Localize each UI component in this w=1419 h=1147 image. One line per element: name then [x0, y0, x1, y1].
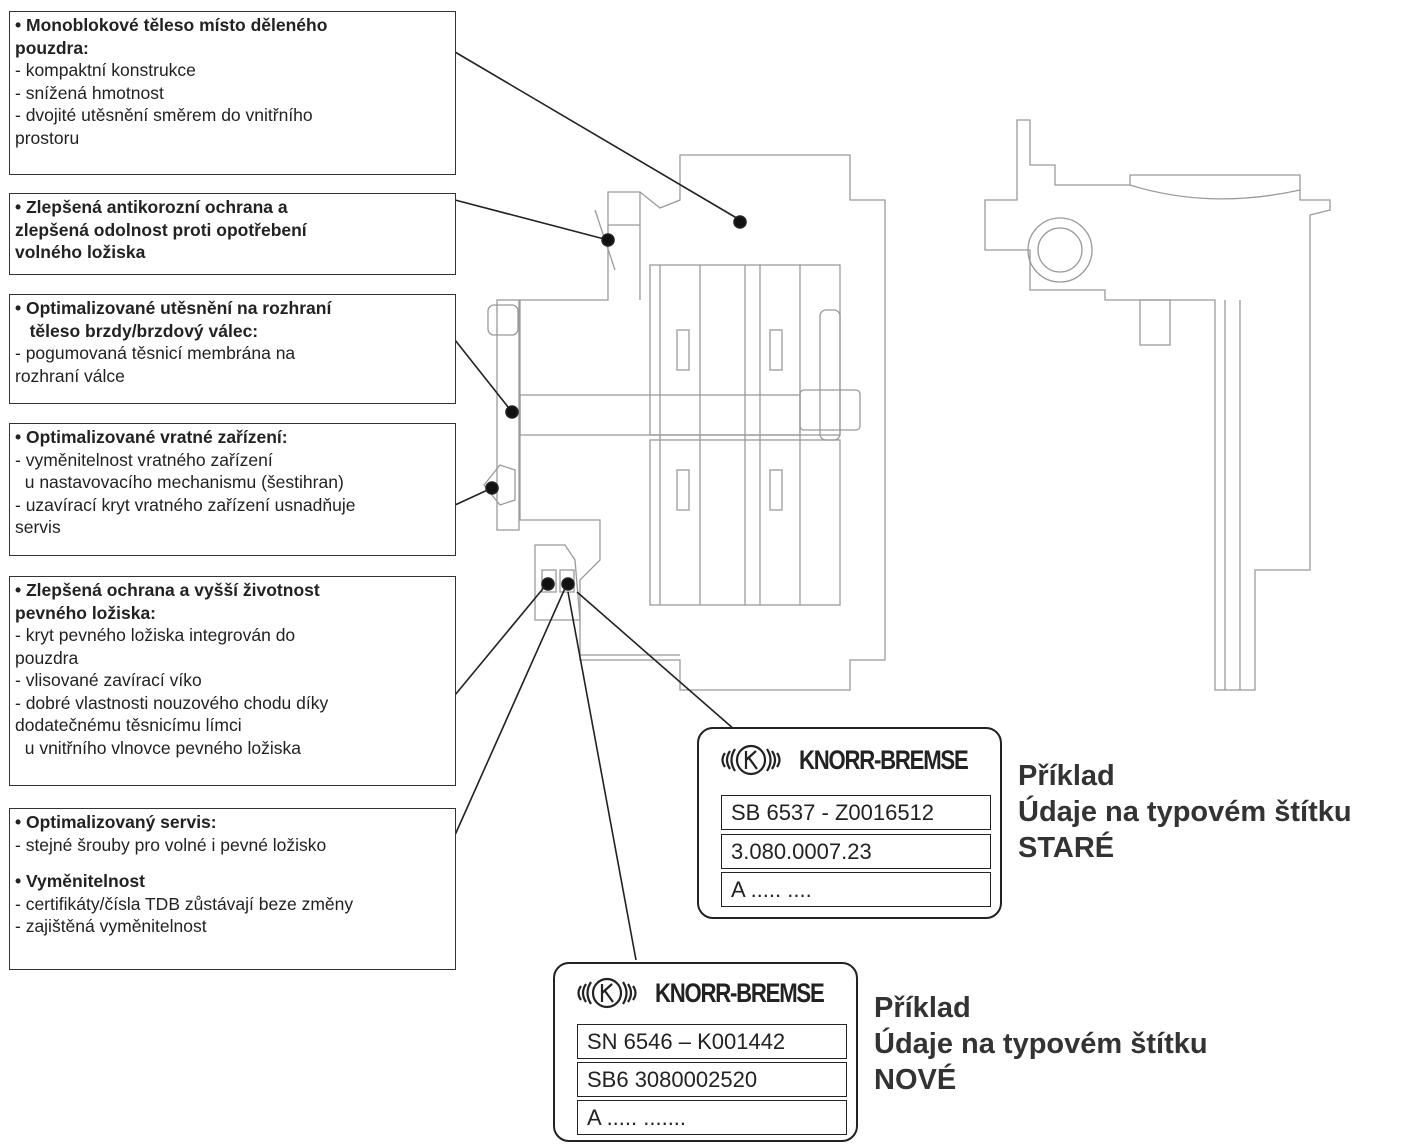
- callout-item: rozhraní válce: [15, 365, 125, 386]
- label-line: Údaje na typovém štítku: [1018, 796, 1352, 828]
- callout-heading: • Optimalizované utěsnění na rozhraní: [15, 298, 332, 318]
- callout-item: dodatečnému těsnicímu límci: [15, 715, 242, 735]
- label-new-plate: Příklad Údaje na typovém štítku NOVÉ: [874, 990, 1208, 1098]
- plate-row-serial: SB 6537 - Z0016512: [721, 795, 991, 830]
- label-line: Příklad: [1018, 760, 1115, 792]
- knorr-bremse-logo-icon: [721, 744, 781, 776]
- callout-heading: • Optimalizované vratné zařízení:: [15, 427, 288, 447]
- callout-item: - dvojité utěsnění směrem do vnitřního: [15, 105, 313, 125]
- callout-item: - certifikáty/čísla TDB zůstávají beze z…: [15, 893, 354, 914]
- callout-item: - snížená hmotnost: [15, 82, 164, 103]
- callout-heading: pouzdra:: [15, 37, 89, 58]
- label-old-plate: Příklad Údaje na typovém štítku STARÉ: [1018, 758, 1352, 866]
- callout-heading: těleso brzdy/brzdový válec:: [15, 320, 259, 341]
- plate-row-serial: SN 6546 – K001442: [577, 1024, 847, 1059]
- type-plate-old: KNORR-BREMSE SB 6537 - Z0016512 3.080.00…: [697, 727, 1002, 919]
- callout-item: - pogumovaná těsnicí membrána na: [15, 343, 296, 363]
- label-line: STARÉ: [1018, 832, 1115, 864]
- callout-item: prostoru: [15, 127, 80, 148]
- callout-monoblock-body: • Monoblokové těleso místo děleného pouz…: [9, 11, 456, 175]
- plate-row-part-number: 3.080.0007.23: [721, 834, 991, 869]
- plate-row-part-number: SB6 3080002520: [577, 1062, 847, 1097]
- label-line: NOVÉ: [874, 1064, 957, 1096]
- callout-item: servis: [15, 517, 61, 537]
- callout-item: - vlisované zavírací víko: [15, 670, 202, 690]
- label-line: Údaje na typovém štítku: [874, 1028, 1208, 1060]
- callout-item: - kompaktní konstrukce: [15, 60, 196, 80]
- callout-item: - vyměnitelnost vratného zařízení: [15, 449, 273, 470]
- callout-heading: zlepšená odolnost proti opotřebení: [15, 219, 307, 240]
- callout-heading: pevného ložiska:: [15, 602, 157, 623]
- callout-item: - kryt pevného ložiska integrován do: [15, 625, 296, 645]
- brand-name: KNORR-BREMSE: [799, 745, 969, 775]
- callout-heading: volného ložiska: [15, 242, 146, 262]
- callout-item: - dobré vlastnosti nouzového chodu díky: [15, 692, 329, 713]
- label-line: Příklad: [874, 992, 971, 1024]
- callout-item: - stejné šrouby pro volné i pevné ložisk…: [15, 834, 327, 855]
- callout-item: pouzdra: [15, 647, 79, 668]
- callout-heading: • Optimalizovaný servis:: [15, 812, 217, 832]
- callout-item: - zajištěná vyměnitelnost: [15, 916, 207, 936]
- callout-fixed-bearing: • Zlepšená ochrana a vyšší životnost pev…: [9, 576, 456, 786]
- brand-row: KNORR-BREMSE: [711, 743, 991, 777]
- callout-item: u nastavovacího mechanismu (šestihran): [15, 472, 344, 492]
- callout-corrosion-protection: • Zlepšená antikorozní ochrana a zlepšen…: [9, 193, 456, 275]
- callout-heading: • Monoblokové těleso místo děleného: [15, 15, 328, 35]
- brand-row: KNORR-BREMSE: [567, 976, 847, 1010]
- callout-sealing-interface: • Optimalizované utěsnění na rozhraní tě…: [9, 294, 456, 404]
- plate-row-date: A ..... ....: [721, 872, 991, 907]
- callout-heading: • Vyměnitelnost: [15, 871, 145, 891]
- plate-row-date: A ..... .......: [577, 1100, 847, 1135]
- callout-heading: • Zlepšená ochrana a vyšší životnost: [15, 580, 320, 600]
- callout-item: u vnitřního vlnovce pevného ložiska: [15, 737, 301, 758]
- type-plate-new: KNORR-BREMSE SN 6546 – K001442 SB6 30800…: [553, 962, 858, 1142]
- callout-service-interchangeability: • Optimalizovaný servis: - stejné šrouby…: [9, 808, 456, 970]
- brand-name: KNORR-BREMSE: [655, 978, 825, 1008]
- callout-return-device: • Optimalizované vratné zařízení: - vymě…: [9, 423, 456, 556]
- callout-item: - uzavírací kryt vratného zařízení usnad…: [15, 494, 356, 515]
- knorr-bremse-logo-icon: [577, 977, 637, 1009]
- callout-heading: • Zlepšená antikorozní ochrana a: [15, 197, 288, 217]
